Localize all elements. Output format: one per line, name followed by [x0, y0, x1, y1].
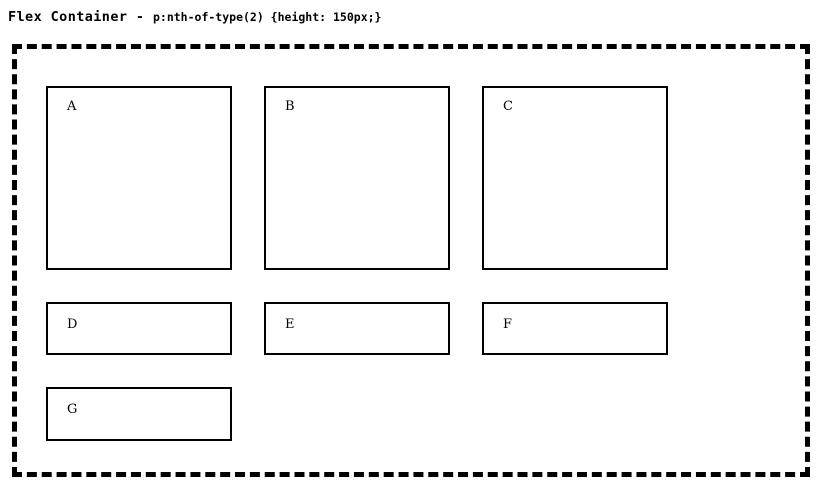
flex-item-b[interactable]: B — [264, 86, 450, 270]
flex-item-f[interactable]: F — [482, 302, 668, 355]
flex-item-label: F — [503, 317, 513, 332]
flex-item-e[interactable]: E — [264, 302, 450, 355]
page-title-css-rule: p:nth-of-type(2) {height: 150px;} — [152, 10, 382, 24]
flex-item-label: G — [67, 402, 78, 417]
flex-item-d[interactable]: D — [46, 302, 232, 355]
flex-item-label: A — [67, 99, 77, 114]
flex-item-label: E — [285, 317, 295, 332]
flex-container: A B C D E F G — [12, 44, 810, 477]
flex-item-a[interactable]: A — [46, 86, 232, 270]
flex-item-g[interactable]: G — [46, 387, 232, 441]
page-title-main: Flex Container - — [8, 9, 153, 25]
flex-item-label: D — [67, 317, 78, 332]
page-title: Flex Container - p:nth-of-type(2) {heigh… — [8, 8, 381, 25]
flex-item-c[interactable]: C — [482, 86, 668, 270]
flex-item-label: C — [503, 99, 513, 114]
flex-item-label: B — [285, 99, 295, 114]
flex-items-wrapper: A B C D E F G — [46, 86, 776, 441]
